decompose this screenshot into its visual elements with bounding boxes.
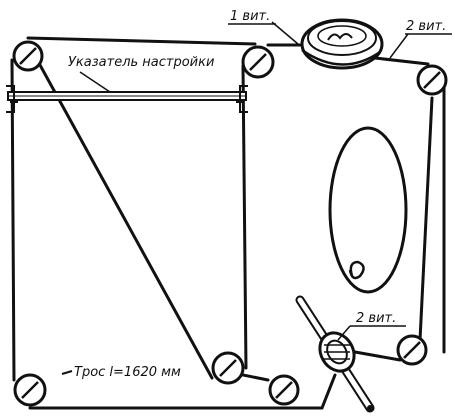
cable-left-vertical: [10, 58, 16, 382]
pulley-top-left: [12, 40, 44, 72]
turn-two-top-leader: [389, 33, 409, 59]
pulley-lower-right: [396, 334, 428, 366]
cable-right-lower: [418, 96, 434, 342]
turn-two-top-label: 2 вит.: [406, 19, 446, 34]
cable-top-left-run: [26, 36, 257, 46]
cable-drum-to-right: [373, 56, 430, 66]
cable-middle-vertical: [241, 64, 248, 370]
pulley-top-right: [416, 64, 448, 96]
pointer-label-leader: [79, 71, 111, 93]
cable-to-shaft: [353, 350, 402, 362]
pointer-label: Указатель настройки: [68, 55, 214, 70]
pulley-bottom-center-right: [268, 374, 300, 406]
cable-diagonal-run: [38, 63, 214, 380]
pulley-top-middle: [241, 45, 275, 79]
turn-one-leader: [271, 21, 299, 45]
turn-one-label: 1 вит.: [230, 9, 270, 24]
cable-shaft-to-pulley: [320, 373, 337, 410]
cable-label: Трос l=1620 мм: [74, 365, 181, 380]
cable-label-leader: [61, 370, 73, 375]
drum-wheel-icon: [300, 18, 384, 70]
cable-loop: [328, 126, 408, 294]
pulley-bottom-middle: [211, 351, 245, 385]
tuning-shaft-icon: [295, 295, 375, 413]
turn-two-shaft-leader: [337, 325, 351, 341]
pulley-bottom-left: [13, 373, 47, 407]
tuning-pointer: [6, 85, 248, 113]
turn-two-shaft-label: 2 вит.: [356, 311, 396, 326]
